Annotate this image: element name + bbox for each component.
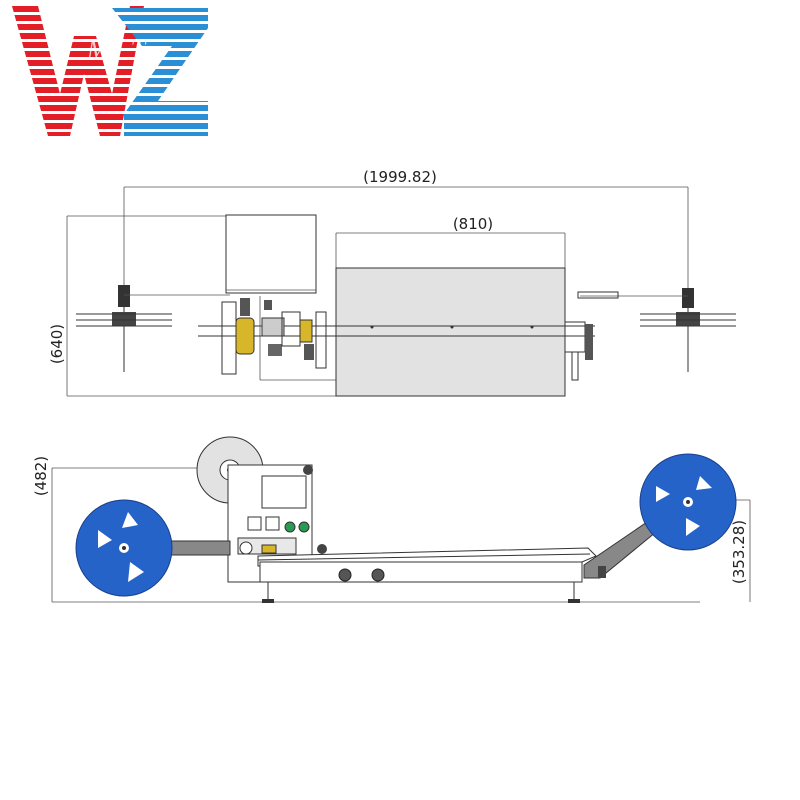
logo-letter-w xyxy=(12,6,144,136)
control-box-top xyxy=(225,214,317,294)
panel-button-left xyxy=(247,516,262,531)
dimension-overall-length: (1999.82) xyxy=(363,168,437,186)
machine-cover-top xyxy=(335,267,566,397)
right-reel-top xyxy=(577,288,736,372)
knob-2 xyxy=(371,568,385,582)
knob-1 xyxy=(338,568,352,582)
logo-letter-z xyxy=(112,8,208,136)
indicator-light-1 xyxy=(284,521,296,533)
dimension-reel-height: (353.28) xyxy=(730,520,748,584)
dimension-top-depth: (640) xyxy=(48,324,66,364)
right-reel-front xyxy=(639,453,737,551)
feeder-mechanism-top xyxy=(221,298,327,375)
dimension-cover-width: (810) xyxy=(453,215,493,233)
dimension-front-height: (482) xyxy=(32,456,50,496)
left-reel-front xyxy=(75,499,173,597)
indicator-light-2 xyxy=(298,521,310,533)
company-logo: SMT xyxy=(12,6,208,136)
panel-button-right xyxy=(265,516,280,531)
front-view: (482) (353.28) xyxy=(32,436,751,603)
top-view: (1999.82) (810) (640) xyxy=(48,168,736,397)
logo-overlay-text: SMT xyxy=(52,35,167,64)
display-screen xyxy=(261,475,307,509)
left-reel-top xyxy=(76,285,230,372)
